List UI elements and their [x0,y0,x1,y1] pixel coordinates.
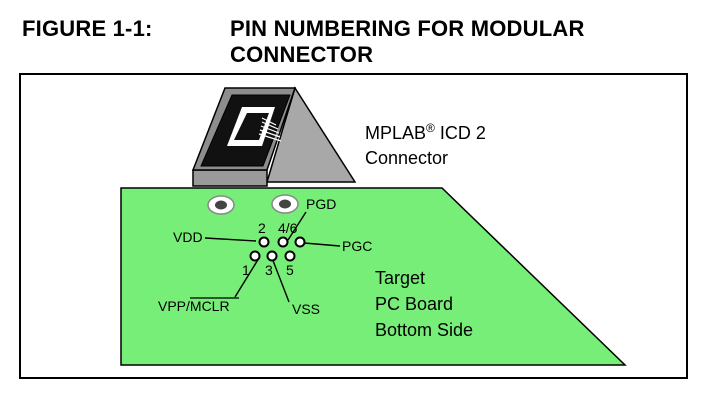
pin-grid [249,236,306,262]
board-label-line1: Target [375,268,425,288]
figure-number: FIGURE 1-1: [22,16,153,41]
connector-label-registered: ® [426,121,435,135]
pin-number-2: 2 [258,220,266,236]
figure-frame [19,73,688,379]
pin-number-3: 3 [265,262,273,278]
pin-4 [277,236,289,248]
signal-label-pgc: PGC [342,238,372,254]
pin-number-4-6: 4/6 [278,220,298,236]
signal-label-pgd: PGD [306,196,336,212]
mounting-hole-left [207,195,235,215]
mounting-hole-right [271,194,299,214]
pin-5 [284,250,296,262]
connector-label-icd2: ICD 2 [435,123,486,143]
pin-leader-lines [204,211,341,303]
target-pc-board [120,187,627,366]
board-label-line3: Bottom Side [375,320,473,340]
figure-title: PIN NUMBERING FOR MODULAR CONNECTOR [230,16,585,67]
signal-label-vss: VSS [292,301,320,317]
connector-label-mplab: MPLAB [365,123,426,143]
pin-3 [266,250,278,262]
board-label-line2: PC Board [375,294,453,314]
pin-6 [294,236,306,248]
signal-label-vpp-mclr: VPP/MCLR [158,298,230,314]
pin-number-1: 1 [242,262,250,278]
connector-label-line2: Connector [365,148,448,168]
pin-2 [258,236,270,248]
pin-number-5: 5 [286,262,294,278]
connector-label: MPLAB® ICD 2 [365,121,486,143]
pin-1 [249,250,261,262]
signal-label-vdd: VDD [173,229,203,245]
modular-connector [191,86,357,187]
